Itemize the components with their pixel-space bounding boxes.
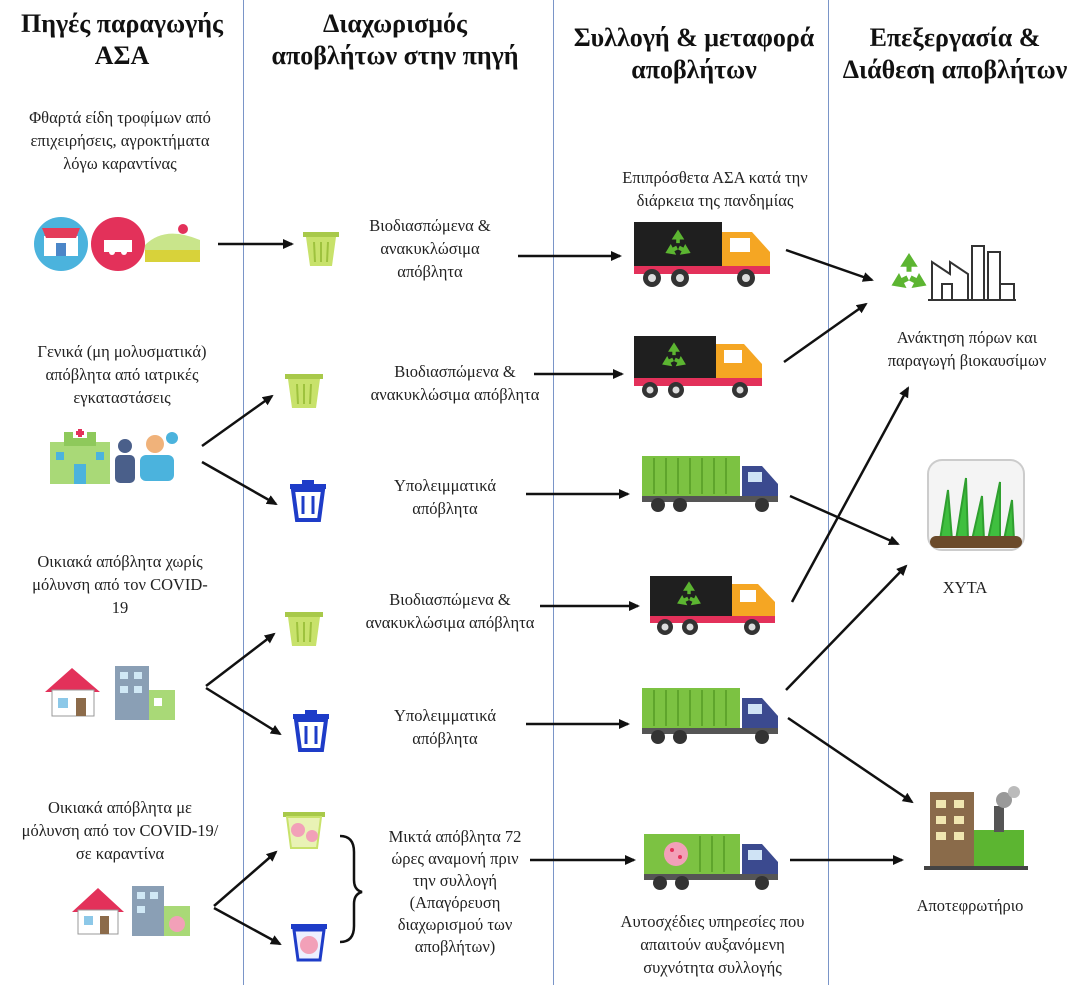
apartment-covid-icon (132, 886, 190, 936)
header-separation: Διαχωρισμός αποβλήτων στην πηγή (271, 9, 519, 70)
arrow-s3-bluebin (205, 686, 282, 736)
treatment-recovery-label: Ανάκτηση πόρων και παραγωγή βιοκαυσίμων (887, 328, 1047, 370)
column-divider-2 (553, 0, 554, 985)
arrow-truck4-recovery (790, 386, 910, 603)
house-icon (45, 668, 100, 717)
green-bin-icon-1 (303, 232, 339, 266)
treatment-landfill-label: ΧΥΤΑ (942, 578, 988, 597)
green-bin-icon-2 (285, 374, 323, 408)
header-collection: Συλλογή & μεταφορά αποβλήτων (573, 23, 815, 84)
arrow-truck1-recovery (785, 248, 874, 282)
source-medical-general: Γενικά (μη μολυσματικά) απόβλητα από ιατ… (37, 342, 207, 407)
sep-mixed-waste: Μικτά απόβλητα 72 ώρες αναμονή πριν την … (388, 827, 522, 956)
arrow-s2-greenbin (201, 394, 274, 448)
green-bin-icon-3 (285, 612, 323, 646)
column-divider-1 (243, 0, 244, 985)
factory-badge-icon (91, 217, 145, 271)
recycling-truck-icon-1 (634, 222, 770, 287)
recycling-truck-icon-2 (634, 336, 762, 398)
column-divider-3 (828, 0, 829, 985)
shop-icon (34, 217, 88, 271)
source-food-businesses: Φθαρτά είδη τροφίμων από επιχειρήσεις, α… (29, 108, 211, 173)
incinerator-icon (924, 786, 1028, 870)
header-sources: Πηγές παραγωγής ΑΣΑ (21, 9, 223, 70)
recycling-plant-icon (891, 245, 1016, 301)
landfill-icon (927, 459, 1025, 551)
source-household-covid: Οικιακά απόβλητα με μόλυνση από τον COVI… (21, 798, 219, 863)
house-covid-icon (72, 888, 124, 935)
arrow-truck5-incinerator (787, 716, 914, 804)
mixed-waste-brace (339, 834, 363, 944)
sep-biodegradable-3: Βιοδιασπώμενα & ανακυκλώσιμα απόβλητα (365, 590, 535, 632)
source-household-clean: Οικιακά απόβλητα χωρίς μόλυνση από τον C… (32, 552, 208, 617)
blue-bin-covid-icon (291, 924, 327, 962)
arrow-s4-bluebin (213, 906, 282, 946)
arrow-s2-bluebin (201, 460, 278, 506)
patient-doctor-icon (115, 432, 178, 483)
sep-residual-1: Υπολειμματικά απόβλητα (393, 476, 497, 518)
recycling-truck-icon-3 (650, 576, 775, 635)
apartment-building-icon (115, 666, 175, 720)
green-bin-covid-icon (283, 812, 325, 849)
farm-field-icon (145, 224, 200, 262)
collection-note-additional: Επιπρόσθετα ΑΣΑ κατά την διάρκεια της πα… (622, 168, 808, 210)
container-truck-icon-1 (642, 456, 778, 512)
container-truck-icon-2 (642, 688, 778, 744)
arrow-truck5-landfill (785, 564, 908, 691)
treatment-incinerator-label: Αποτεφρωτήριο (916, 896, 1024, 915)
arrow-s4-greenbin (213, 850, 278, 907)
header-treatment: Επεξεργασία & Διάθεση αποβλήτων (842, 23, 1068, 84)
sep-biodegradable-2: Βιοδιασπώμενα & ανακυκλώσιμα απόβλητα (370, 362, 540, 404)
sep-residual-2: Υπολειμματικά απόβλητα (393, 706, 497, 748)
blue-bin-icon-2 (293, 710, 329, 752)
hospital-icon (50, 428, 110, 484)
collection-note-improvised: Αυτοσχέδιες υπηρεσίες που απαιτούν αυξαν… (620, 912, 805, 977)
container-truck-covid-icon (644, 834, 778, 890)
arrow-truck3-landfill (789, 494, 900, 546)
blue-bin-icon-1 (290, 480, 326, 522)
sep-biodegradable-1: Βιοδιασπώμενα & ανακυκλώσιμα απόβλητα (369, 216, 491, 281)
arrow-truck2-recovery (783, 302, 868, 364)
arrow-s3-greenbin (205, 632, 276, 687)
